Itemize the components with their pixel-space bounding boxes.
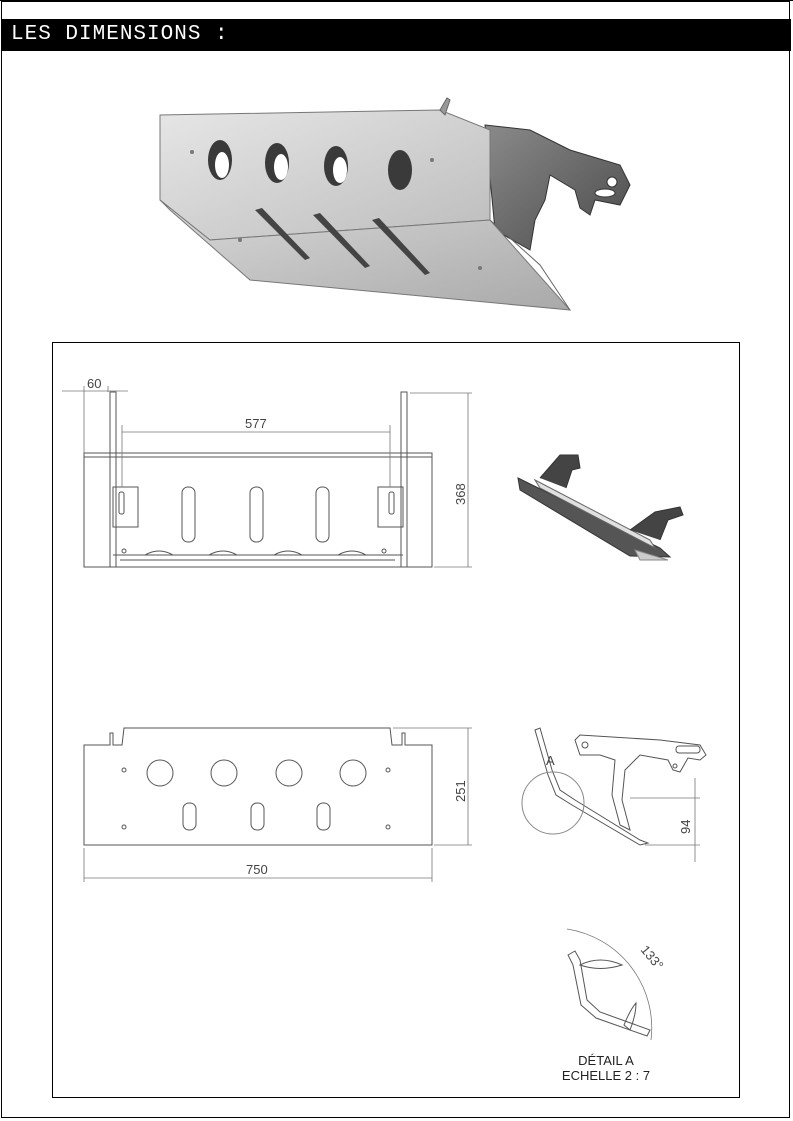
dim-overall-width: 750 (246, 862, 268, 877)
dim-side-height: 94 (678, 820, 693, 834)
dim-offset: 60 (87, 376, 101, 391)
detail-title: DÉTAIL A (578, 1053, 634, 1068)
dim-height-front: 368 (453, 483, 468, 505)
section-header: LES DIMENSIONS : (2, 19, 791, 51)
side-view (521, 727, 707, 846)
dim-inner-width: 577 (245, 416, 267, 431)
detail-a-view (566, 928, 653, 1041)
product-render-image (150, 90, 650, 330)
technical-drawing-frame (52, 342, 740, 1098)
isometric-view (517, 454, 684, 561)
bottom-view (83, 727, 433, 846)
skid-plate-render (159, 97, 631, 311)
front-view (83, 391, 433, 568)
dim-bend-angle: 133° (638, 942, 667, 972)
section-title: LES DIMENSIONS : (11, 23, 229, 46)
top-rule (0, 0, 793, 1)
detail-caption: DÉTAIL A ECHELLE 2 : 7 (536, 1053, 676, 1083)
dim-height-bottom: 251 (453, 780, 468, 802)
detail-scale: ECHELLE 2 : 7 (561, 1068, 651, 1083)
detail-marker: A (546, 753, 555, 768)
